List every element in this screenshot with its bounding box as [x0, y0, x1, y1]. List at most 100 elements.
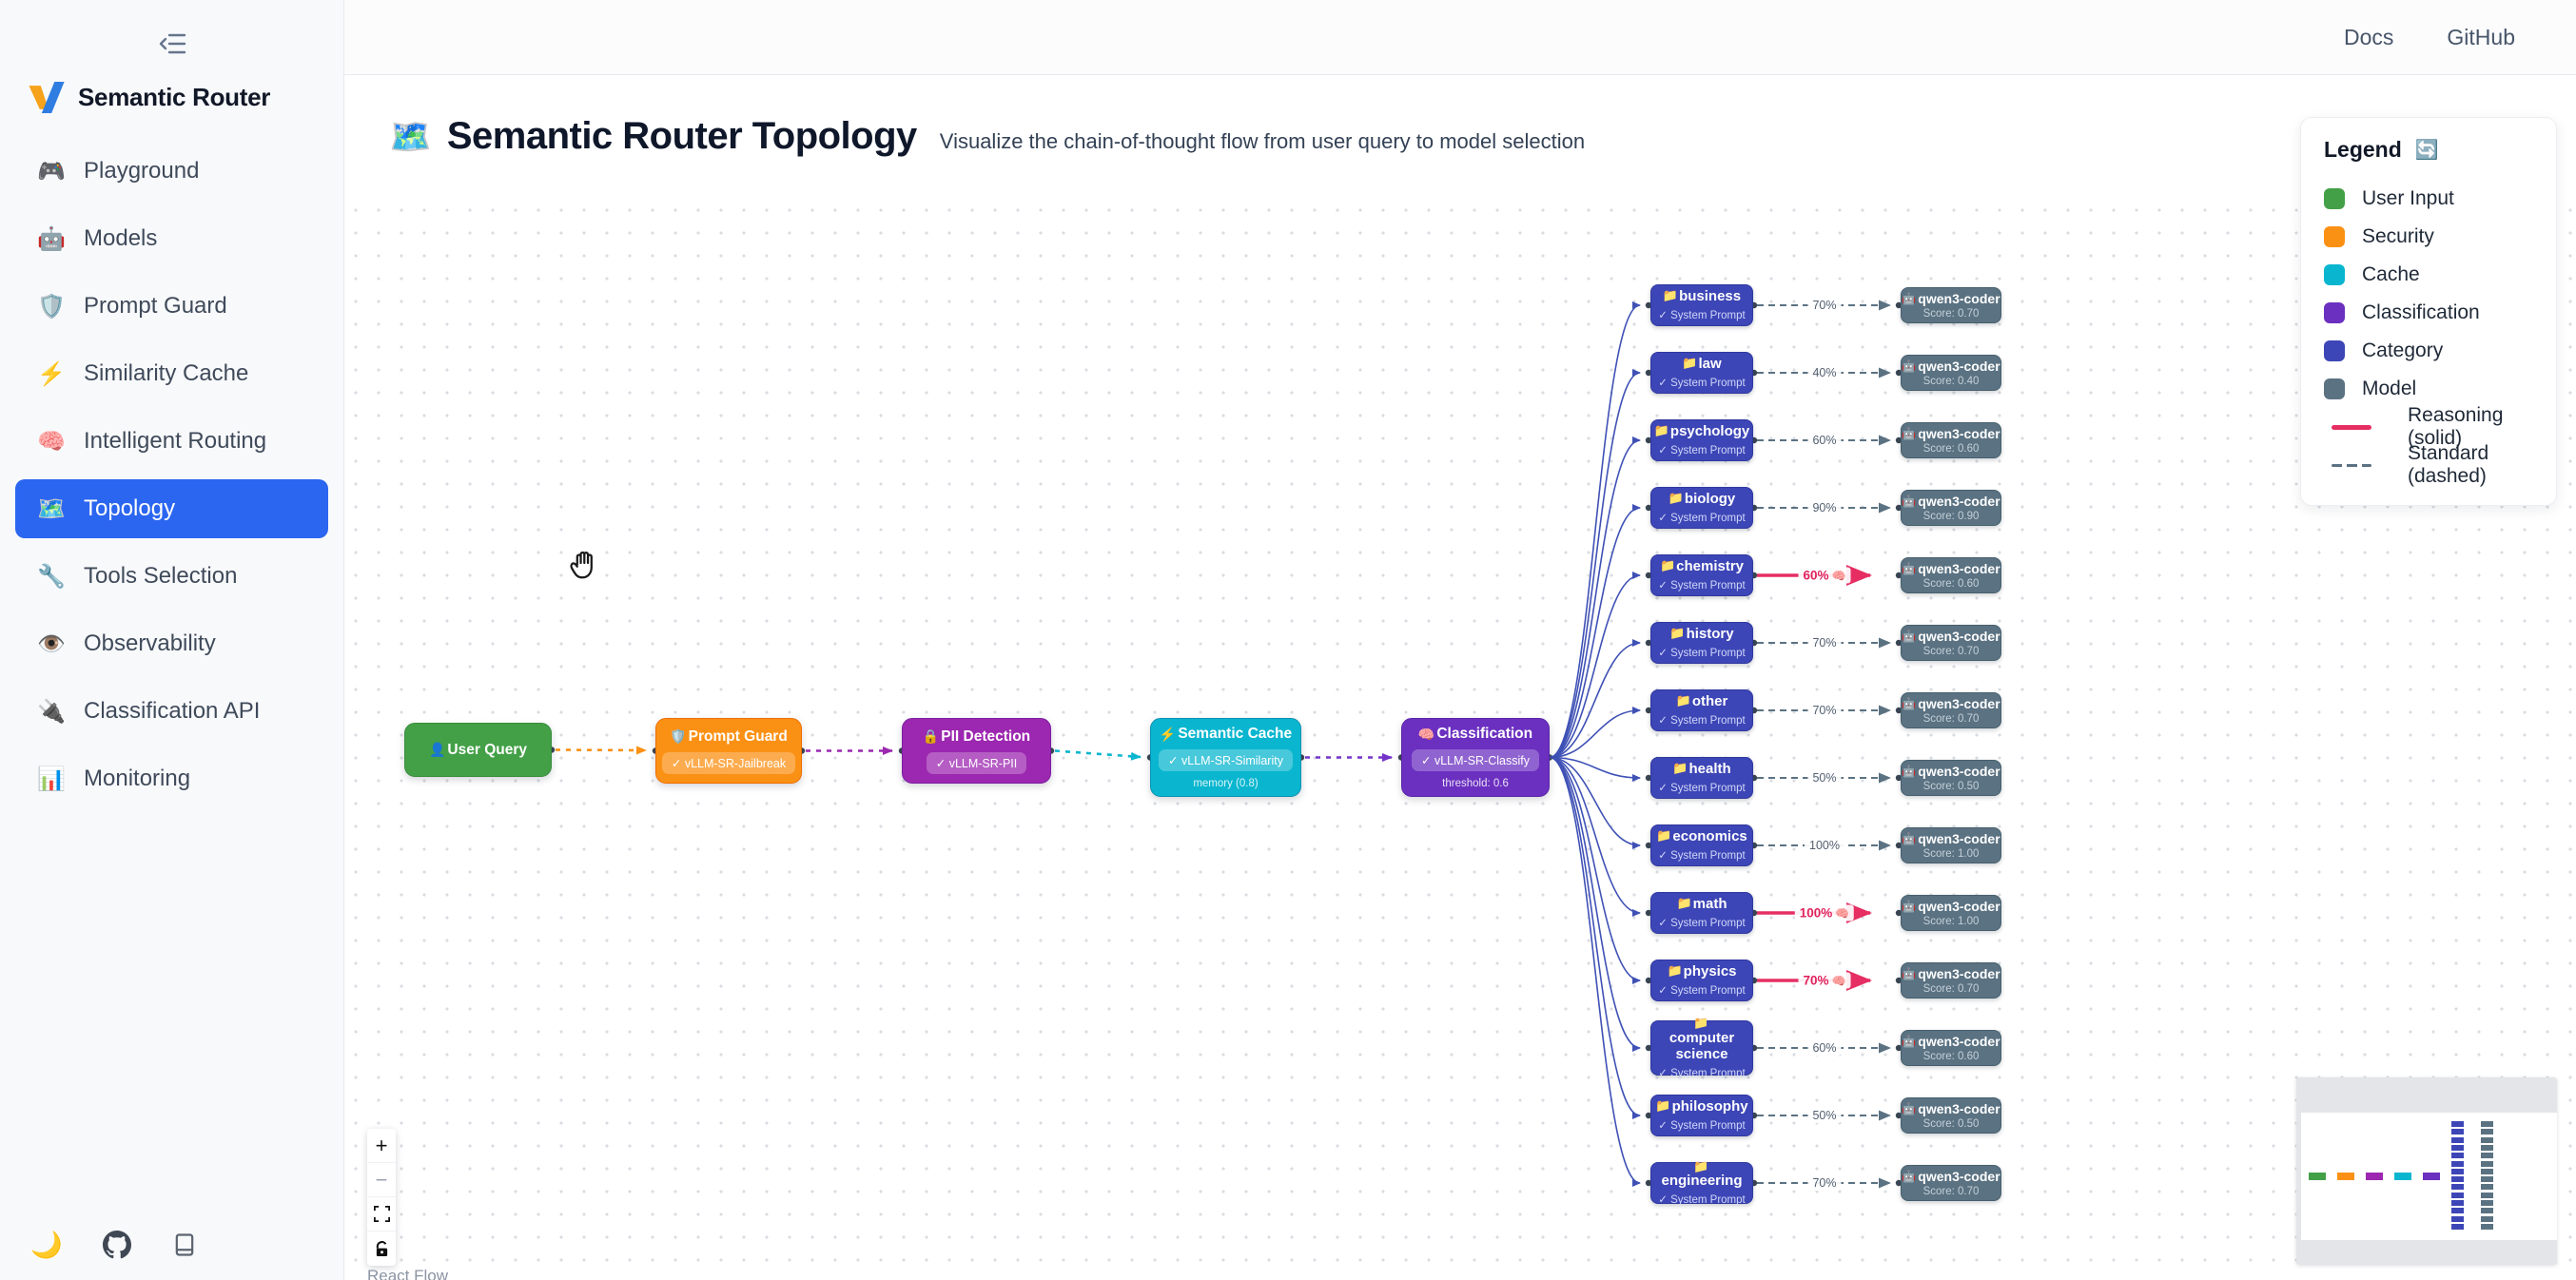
- minimap-node: [2481, 1144, 2493, 1151]
- sidebar-item-topology[interactable]: 🗺️Topology: [15, 479, 328, 538]
- sidebar-item-prompt-guard[interactable]: 🛡️Prompt Guard: [15, 277, 328, 336]
- category-name: 📁business: [1662, 288, 1742, 305]
- minimap-node: [2337, 1173, 2354, 1180]
- user-icon: 👤: [428, 742, 446, 757]
- flow-canvas[interactable]: 🗺️ Semantic Router Topology Visualize th…: [344, 75, 2576, 1280]
- sidebar-item-observability[interactable]: 👁️Observability: [15, 614, 328, 673]
- category-node-health[interactable]: 📁health✓ System Prompt: [1650, 757, 1753, 799]
- folder-icon: 📁: [1656, 828, 1672, 844]
- legend-item: Model: [2324, 370, 2533, 408]
- zoom-out-button[interactable]: −: [367, 1163, 396, 1197]
- pii-detection-node[interactable]: 🔒PII Detection ✓ vLLM-SR-PII: [902, 718, 1051, 784]
- legend-label: Security: [2362, 225, 2434, 247]
- user-query-node[interactable]: 👤User Query: [404, 723, 552, 777]
- docs-link[interactable]: Docs: [2344, 24, 2394, 49]
- sidebar-item-label: Topology: [84, 495, 176, 521]
- category-name: 📁other: [1675, 693, 1728, 710]
- robot-icon: 🤖: [1902, 832, 1917, 845]
- theme-toggle-moon-icon[interactable]: 🌙: [30, 1230, 63, 1259]
- github-link[interactable]: GitHub: [2447, 24, 2515, 49]
- legend-title: Legend 🔄: [2324, 137, 2439, 162]
- sidebar-item-tools-selection[interactable]: 🔧Tools Selection: [15, 547, 328, 606]
- fit-view-button[interactable]: [367, 1197, 396, 1232]
- system-prompt-label: ✓ System Prompt: [1658, 512, 1746, 524]
- robot-icon: 🤖: [1902, 495, 1917, 508]
- model-name: 🤖qwen3-coder: [1902, 764, 2000, 779]
- legend-item: Cache: [2324, 256, 2533, 294]
- react-flow-attribution[interactable]: React Flow: [367, 1267, 449, 1280]
- category-node-other[interactable]: 📁other ✓ System Prompt: [1650, 689, 1753, 731]
- model-score: Score: 0.70: [1922, 308, 1980, 320]
- page-title: Semantic Router Topology: [446, 115, 917, 157]
- sidebar-item-intelligent-routing[interactable]: 🧠Intelligent Routing: [15, 412, 328, 471]
- model-score: Score: 0.70: [1922, 646, 1980, 657]
- category-node-psychology[interactable]: 📁psychology✓ System Prompt: [1650, 419, 1753, 461]
- category-node-business[interactable]: 📁business✓ System Prompt: [1650, 284, 1753, 326]
- semantic-cache-node[interactable]: ⚡Semantic Cache ✓ vLLM-SR-Similarity mem…: [1150, 718, 1301, 797]
- intelligent-routing-icon: 🧠: [37, 428, 66, 455]
- category-node-engineering[interactable]: 📁engineering✓ System Prompt: [1650, 1159, 1753, 1206]
- classification-node[interactable]: 🧠Classification ✓ vLLM-SR-Classify thres…: [1401, 718, 1550, 797]
- minimap-node: [2451, 1144, 2464, 1151]
- prompt-guard-node[interactable]: 🛡️Prompt Guard ✓ vLLM-SR-Jailbreak: [655, 718, 802, 784]
- docs-book-icon[interactable]: [171, 1231, 198, 1259]
- sidebar-item-models[interactable]: 🤖Models: [15, 209, 328, 268]
- category-name: 📁law: [1682, 356, 1722, 373]
- category-node-math[interactable]: 📁math✓ System Prompt: [1650, 892, 1753, 934]
- category-node-chemistry[interactable]: 📁chemistry ✓ System Prompt: [1650, 554, 1753, 596]
- model-name: 🤖qwen3-coder: [1902, 1169, 2000, 1184]
- category-node-physics[interactable]: 📁physics✓ System Prompt: [1650, 960, 1753, 1001]
- category-name: 📁economics: [1656, 828, 1747, 845]
- category-node-computer-science[interactable]: 📁computer science✓ System Prompt: [1650, 1017, 1753, 1079]
- edge-percent-label: 60%: [1807, 1040, 1842, 1056]
- zoom-in-button[interactable]: +: [367, 1129, 396, 1163]
- edge-percent-label: 50%: [1807, 770, 1842, 785]
- minimap-node: [2451, 1192, 2464, 1198]
- github-icon[interactable]: [102, 1231, 131, 1259]
- sidebar-item-similarity-cache[interactable]: ⚡Similarity Cache: [15, 344, 328, 403]
- brand[interactable]: Semantic Router: [0, 0, 343, 113]
- node-subtext: memory (0.8): [1193, 778, 1259, 789]
- system-prompt-label: ✓ System Prompt: [1658, 714, 1746, 727]
- folder-icon: 📁: [1667, 963, 1683, 979]
- sidebar-item-monitoring[interactable]: 📊Monitoring: [15, 749, 328, 808]
- sidebar-collapse-button[interactable]: [151, 25, 193, 63]
- category-node-economics[interactable]: 📁economics ✓ System Prompt: [1650, 824, 1753, 866]
- category-node-biology[interactable]: 📁biology✓ System Prompt: [1650, 487, 1753, 529]
- system-prompt-label: ✓ System Prompt: [1658, 849, 1746, 862]
- system-prompt-label: ✓ System Prompt: [1658, 782, 1746, 794]
- brain-icon: 🧠: [1831, 569, 1846, 583]
- sidebar-item-playground[interactable]: 🎮Playground: [15, 142, 328, 201]
- minimap-node: [2481, 1208, 2493, 1214]
- category-name: 📁history: [1669, 626, 1734, 643]
- edge-percent-label: 70%: [1807, 635, 1842, 650]
- model-score: Score: 1.00: [1922, 848, 1980, 860]
- minimap-node: [2451, 1200, 2464, 1206]
- lock-button[interactable]: [367, 1232, 396, 1266]
- system-prompt-label: ✓ System Prompt: [1658, 579, 1746, 592]
- category-node-law[interactable]: 📁law✓ System Prompt: [1650, 352, 1753, 394]
- category-node-philosophy[interactable]: 📁philosophy✓ System Prompt: [1650, 1095, 1753, 1136]
- category-node-history[interactable]: 📁history✓ System Prompt: [1650, 622, 1753, 664]
- minimap[interactable]: [2296, 1077, 2557, 1265]
- minimap-node: [2366, 1173, 2383, 1180]
- category-name: 📁chemistry: [1659, 558, 1745, 575]
- legend-label: Classification: [2362, 301, 2480, 323]
- sidebar-item-classification-api[interactable]: 🔌Classification API: [15, 682, 328, 741]
- legend-item: Category: [2324, 332, 2533, 370]
- robot-icon: 🤖: [1902, 1170, 1917, 1183]
